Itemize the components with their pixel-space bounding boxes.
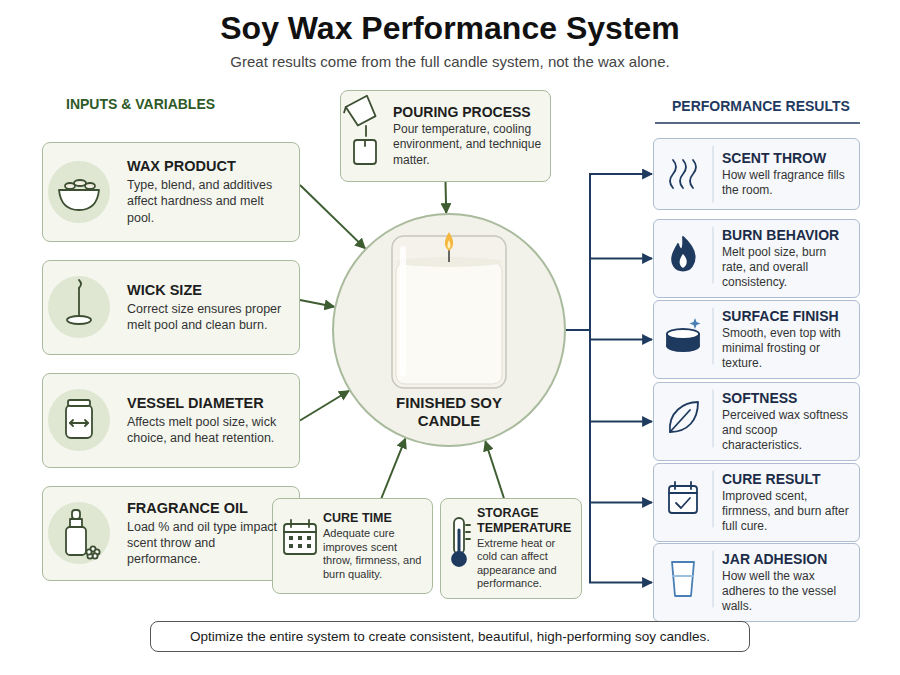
section-heading: INPUTS & VARIABLES [66,96,215,112]
connector-arrow [300,300,334,307]
box-content: SOFTNESS Perceived wax softness and scoop… [654,383,859,460]
subtitle: Great results come from the full candle … [0,53,900,70]
summary-box: Optimize the entire system to create con… [150,621,750,652]
text-stack: CURE RESULT Improved scent, firmness, and… [722,471,853,534]
text-stack: VESSEL DIAMETER Affects melt pool size, w… [127,395,289,447]
box-text: Adequate cure improves scent throw, firm… [323,527,426,581]
calendar-icon [284,520,316,554]
text-stack: WICK SIZE Correct size ensures proper mel… [127,282,289,334]
box-content: SCENT THROW How well fragrance fills the … [654,139,859,209]
box-heading: STORAGE TEMPERATURE [477,506,577,535]
connector-arrow [445,182,448,213]
connector-arrow [381,439,405,498]
connector-arrow [485,441,504,498]
box-text: Type, blend, and additives affect hardne… [127,177,289,226]
leaf-icon [670,402,698,432]
box-text: Extreme heat or cold can affect appearan… [477,537,577,591]
connector-arrow [300,391,349,421]
wick-icon [48,276,110,338]
connector-arrow [565,330,652,340]
box-heading: VESSEL DIAMETER [127,395,289,411]
vessel-icon [48,389,110,451]
icon-divider [712,146,713,607]
box-heading: SCENT THROW [722,150,853,166]
box-heading: FRAGRANCE OIL [127,500,289,516]
candle-illustration [392,232,506,388]
text-stack: SURFACE FINISH Smooth, even top with mini… [722,308,853,371]
section-underline [655,122,860,124]
box-text: How well fragrance fills the room. [722,168,853,198]
diagram-title: Soy Wax Performance System [0,10,900,47]
connector-arrow [565,330,652,503]
box-text: Pour temperature, cooling environment, a… [393,122,542,168]
connector-arrow [565,174,652,330]
text-stack: POURING PROCESS Pour temperature, cooling… [393,104,542,168]
section-heading: PERFORMANCE RESULTS [672,98,850,114]
box-text: Perceived wax softness and scoop charact… [722,408,853,453]
wax-icon [48,161,110,223]
connector-arrow [300,185,365,248]
fragrance-icon [48,502,110,564]
text-stack: CURE TIME Adequate cure improves scent th… [323,511,426,581]
box-content: Optimize the entire system to create con… [151,622,749,651]
box-heading: POURING PROCESS [393,104,542,120]
box-heading: Optimize the entire system to create con… [163,629,737,644]
finish-icon [667,318,701,351]
box-heading: WICK SIZE [127,282,289,298]
box-text: Affects melt pool size, wick choice, and… [127,414,289,447]
input-box: POURING PROCESS Pour temperature, cooling… [340,90,551,182]
text-stack: Optimize the entire system to create con… [163,629,737,644]
box-heading: CURE RESULT [722,471,853,487]
box-heading: SOFTNESS [722,390,853,406]
box-text: How well the wax adheres to the vessel w… [722,569,853,614]
box-heading: WAX PRODUCT [127,158,289,174]
box-text: Melt pool size, burn rate, and overall c… [722,245,853,290]
cure-check-icon [669,482,697,513]
box-heading: JAR ADHESION [722,551,853,567]
candle-label: FINISHED SOY CANDLE [379,394,519,430]
text-stack: BURN BEHAVIOR Melt pool size, burn rate, … [722,227,853,290]
box-heading: CURE TIME [323,511,426,525]
result-box: SOFTNESS Perceived wax softness and scoop… [653,382,860,461]
box-text: Load % and oil type impact scent throw a… [127,519,289,568]
glass-icon [672,562,694,596]
box-heading: SURFACE FINISH [722,308,853,324]
thermometer-icon [452,518,470,566]
scent-icon [670,160,696,188]
pouring-icon [342,96,377,164]
connector-arrow [565,259,652,331]
text-stack: WAX PRODUCT Type, blend, and additives af… [127,158,289,226]
text-stack: JAR ADHESION How well the wax adheres to … [722,551,853,614]
box-text: Improved scent, firmness, and burn after… [722,489,853,534]
text-stack: SCENT THROW How well fragrance fills the … [722,150,853,198]
text-stack: STORAGE TEMPERATUREExtreme heat or cold … [477,506,577,590]
box-text: Correct size ensures proper melt pool an… [127,301,289,334]
text-stack: SOFTNESS Perceived wax softness and scoop… [722,390,853,453]
text-stack: FRAGRANCE OIL Load % and oil type impact … [127,500,289,568]
box-heading: BURN BEHAVIOR [722,227,853,243]
box-text: Smooth, even top with minimal frosting o… [722,326,853,371]
connector-arrow [565,330,652,422]
flame-icon [672,237,694,271]
box-content: POURING PROCESS Pour temperature, cooling… [341,91,550,181]
